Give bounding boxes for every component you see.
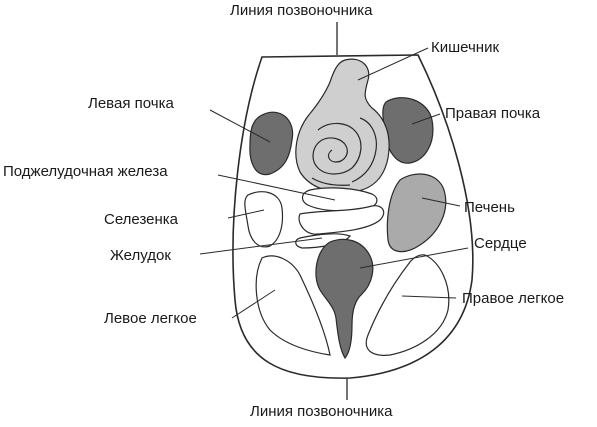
label-heart: Сердце [474,235,527,252]
leader-pancreas [217,174,336,201]
leader-right-lung [401,295,457,299]
intestine-coils-2 [311,117,377,186]
liver-shape [386,173,447,253]
heart-shape [315,238,374,360]
label-left-kidney: Левая почка [88,95,174,112]
leader-spleen [227,209,265,219]
label-liver: Печень [464,199,515,216]
label-stomach: Желудок [110,247,171,264]
left-lung-shape [255,255,331,356]
label-left-lung: Левое легкое [104,310,197,327]
stomach-shape [298,205,385,235]
leader-right-kidney [411,113,441,125]
intestine-coils [312,122,362,175]
leader-left-kidney [209,109,271,143]
label-spleen: Селезенка [104,211,179,228]
label-pancreas: Поджелудочная железа [3,163,168,180]
leader-intestine [357,47,429,81]
label-right-lung: Правое легкое [462,290,565,307]
left-kidney-shape [249,111,294,176]
leader-liver [421,197,461,207]
right-lung-shape [365,254,450,356]
leader-left-lung [231,289,276,319]
leader-heart [359,247,469,269]
label-right-kidney: Правая почка [445,105,541,122]
label-spine-top: Линия позвоночника [230,2,373,19]
label-spine-bottom: Линия позвоночника [250,403,393,420]
label-intestine: Кишечник [431,39,500,56]
leader-stomach [199,237,323,255]
leader-lines [199,47,469,319]
